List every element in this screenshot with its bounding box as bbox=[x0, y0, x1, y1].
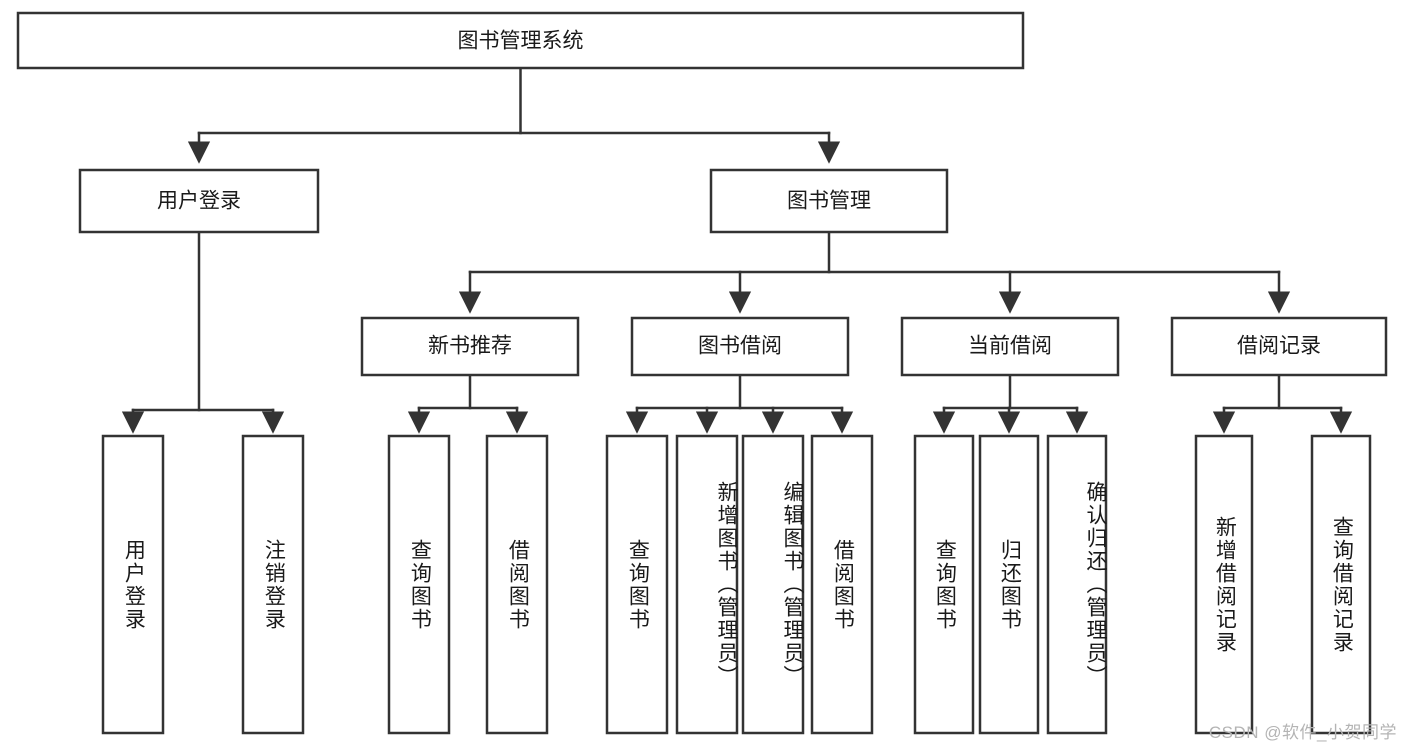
leaf-box-add-borrow-record[interactable] bbox=[1194, 434, 1254, 735]
node-new-book-recommend-label: 新书推荐 bbox=[428, 335, 512, 358]
leaf-box-add-book-admin[interactable] bbox=[675, 434, 739, 735]
leaf-box-borrow-book-newbook[interactable] bbox=[485, 434, 549, 735]
node-user-login-box[interactable] bbox=[78, 168, 320, 234]
leaf-box-query-borrow-record[interactable] bbox=[1310, 434, 1372, 735]
node-book-management-box[interactable] bbox=[709, 168, 949, 234]
edge-layer bbox=[121, 66, 1353, 434]
node-layer: 图书管理系统 用户登录 图书管理 新书推荐 图书借阅 当前借阅 借阅记录 bbox=[16, 11, 1388, 735]
node-book-borrow-label: 图书借阅 bbox=[698, 335, 782, 358]
leaf-box-user-login[interactable] bbox=[101, 434, 165, 735]
leaf-box-borrow-book[interactable] bbox=[810, 434, 874, 735]
node-borrow-records-label: 借阅记录 bbox=[1237, 335, 1321, 358]
node-user-login-label: 用户登录 bbox=[157, 190, 241, 213]
leaf-box-edit-book-admin[interactable] bbox=[741, 434, 805, 735]
csdn-watermark: CSDN @软件_小贺同学 bbox=[1208, 723, 1397, 742]
leaf-box-query-book-current[interactable] bbox=[913, 434, 975, 735]
leaf-box-return-book[interactable] bbox=[978, 434, 1040, 735]
node-root-label: 图书管理系统 bbox=[458, 30, 584, 53]
leaf-box-query-book-borrow[interactable] bbox=[605, 434, 669, 735]
leaf-box-logout[interactable] bbox=[241, 434, 305, 735]
node-new-book-recommend-box[interactable] bbox=[360, 316, 580, 377]
leaf-box-confirm-return-admin[interactable] bbox=[1046, 434, 1108, 735]
node-current-borrow-box[interactable] bbox=[900, 316, 1120, 377]
node-borrow-records-box[interactable] bbox=[1170, 316, 1388, 377]
node-book-borrow-box[interactable] bbox=[630, 316, 850, 377]
node-current-borrow-label: 当前借阅 bbox=[968, 335, 1052, 358]
node-book-management-label: 图书管理 bbox=[787, 190, 871, 213]
leaf-box-query-book-newbook[interactable] bbox=[387, 434, 451, 735]
node-root-box[interactable] bbox=[16, 11, 1025, 70]
